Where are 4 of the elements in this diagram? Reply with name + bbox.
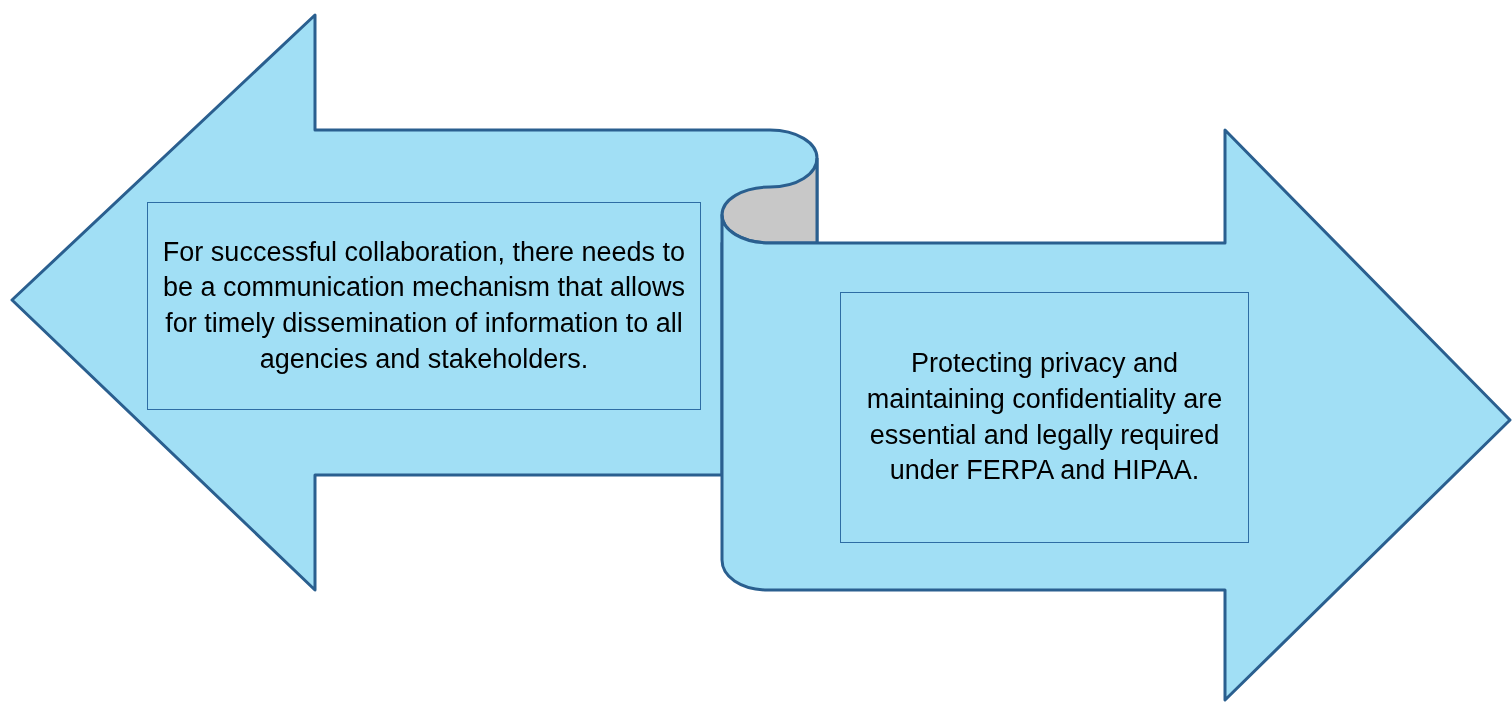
- text-box: [147, 202, 701, 410]
- text-box: [840, 292, 1249, 543]
- box-text: For successful collaboration, there needs to be a communication mechanism that allows for timely dissemination of information to all agencies and stakeholders.: [161, 235, 687, 376]
- box-text: Protecting privacy and maintaining confidentiality are essential and legally required under FERPA and HIPAA.: [865, 347, 1224, 488]
